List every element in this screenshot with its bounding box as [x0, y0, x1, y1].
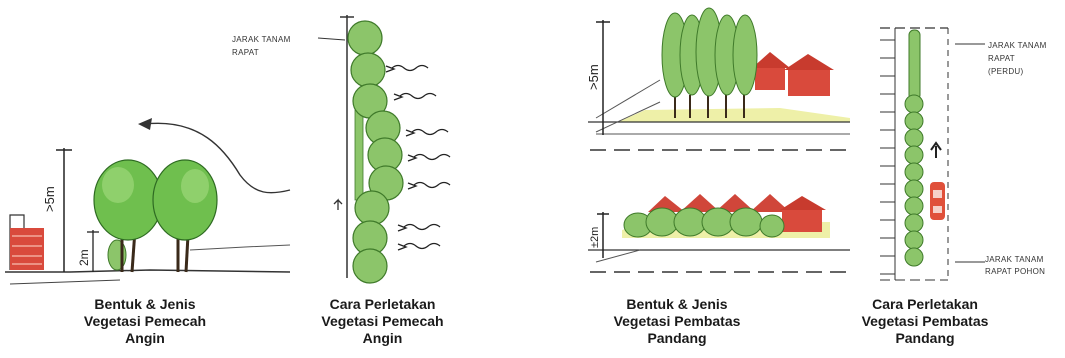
- caption-line: Bentuk & Jenis: [70, 296, 220, 313]
- panel-wind-breaker-form: >5m 2m: [5, 118, 290, 284]
- caption-line: Cara Perletakan: [300, 296, 465, 313]
- caption-view-barrier-placement: Cara Perletakan Vegetasi Pembatas Pandan…: [840, 296, 1010, 347]
- caption-line: Vegetasi Pembatas: [592, 313, 762, 330]
- red-house-icon: [752, 52, 834, 96]
- note-hedge-line2: RAPAT: [988, 54, 1015, 63]
- dimension-label-tall: >5m: [586, 64, 601, 90]
- caption-line: Angin: [70, 330, 220, 347]
- caption-line: Vegetasi Pemecah: [70, 313, 220, 330]
- tall-tree-row-icon: [662, 8, 757, 118]
- panel-view-barrier-form: >5m: [586, 8, 850, 272]
- caption-view-barrier-form: Bentuk & Jenis Vegetasi Pembatas Pandang: [592, 296, 762, 347]
- caption-line: Pandang: [592, 330, 762, 347]
- caption-line: Vegetasi Pemecah: [300, 313, 465, 330]
- dimension-label-tall: >5m: [42, 186, 57, 212]
- note-dense-planting-line2: RAPAT: [232, 48, 259, 57]
- caption-wind-breaker-form: Bentuk & Jenis Vegetasi Pemecah Angin: [70, 296, 220, 347]
- arrow-up-icon: [931, 143, 941, 158]
- caption-line: Bentuk & Jenis: [592, 296, 762, 313]
- caption-line: Vegetasi Pembatas: [840, 313, 1010, 330]
- note-tree-line2: RAPAT POHON: [985, 267, 1045, 276]
- caption-line: Angin: [300, 330, 465, 347]
- panel-wind-breaker-placement: JARAK TANAM RAPAT: [232, 15, 450, 283]
- note-tree-line1: JARAK TANAM: [985, 255, 1044, 264]
- scale-ticks: [880, 40, 895, 274]
- caption-wind-breaker-placement: Cara Perletakan Vegetasi Pemecah Angin: [300, 296, 465, 347]
- note-hedge-line3: (PERDU): [988, 67, 1023, 76]
- tree-icon: [94, 160, 162, 272]
- tree-icon: [153, 160, 217, 272]
- car-icon: [930, 182, 945, 220]
- caption-line: Cara Perletakan: [840, 296, 1010, 313]
- dimension-label-short: ±2m: [589, 227, 601, 248]
- caption-line: Pandang: [840, 330, 1010, 347]
- panel-view-barrier-placement: JARAK TANAM RAPAT (PERDU) JARAK TANAM RA…: [880, 28, 1047, 280]
- dimension-label-short: 2m: [77, 249, 91, 266]
- note-hedge-line1: JARAK TANAM: [988, 41, 1047, 50]
- red-house-icon: [10, 228, 44, 270]
- note-dense-planting-line1: JARAK TANAM: [232, 35, 291, 44]
- hedge-top-view-icon: [905, 95, 923, 266]
